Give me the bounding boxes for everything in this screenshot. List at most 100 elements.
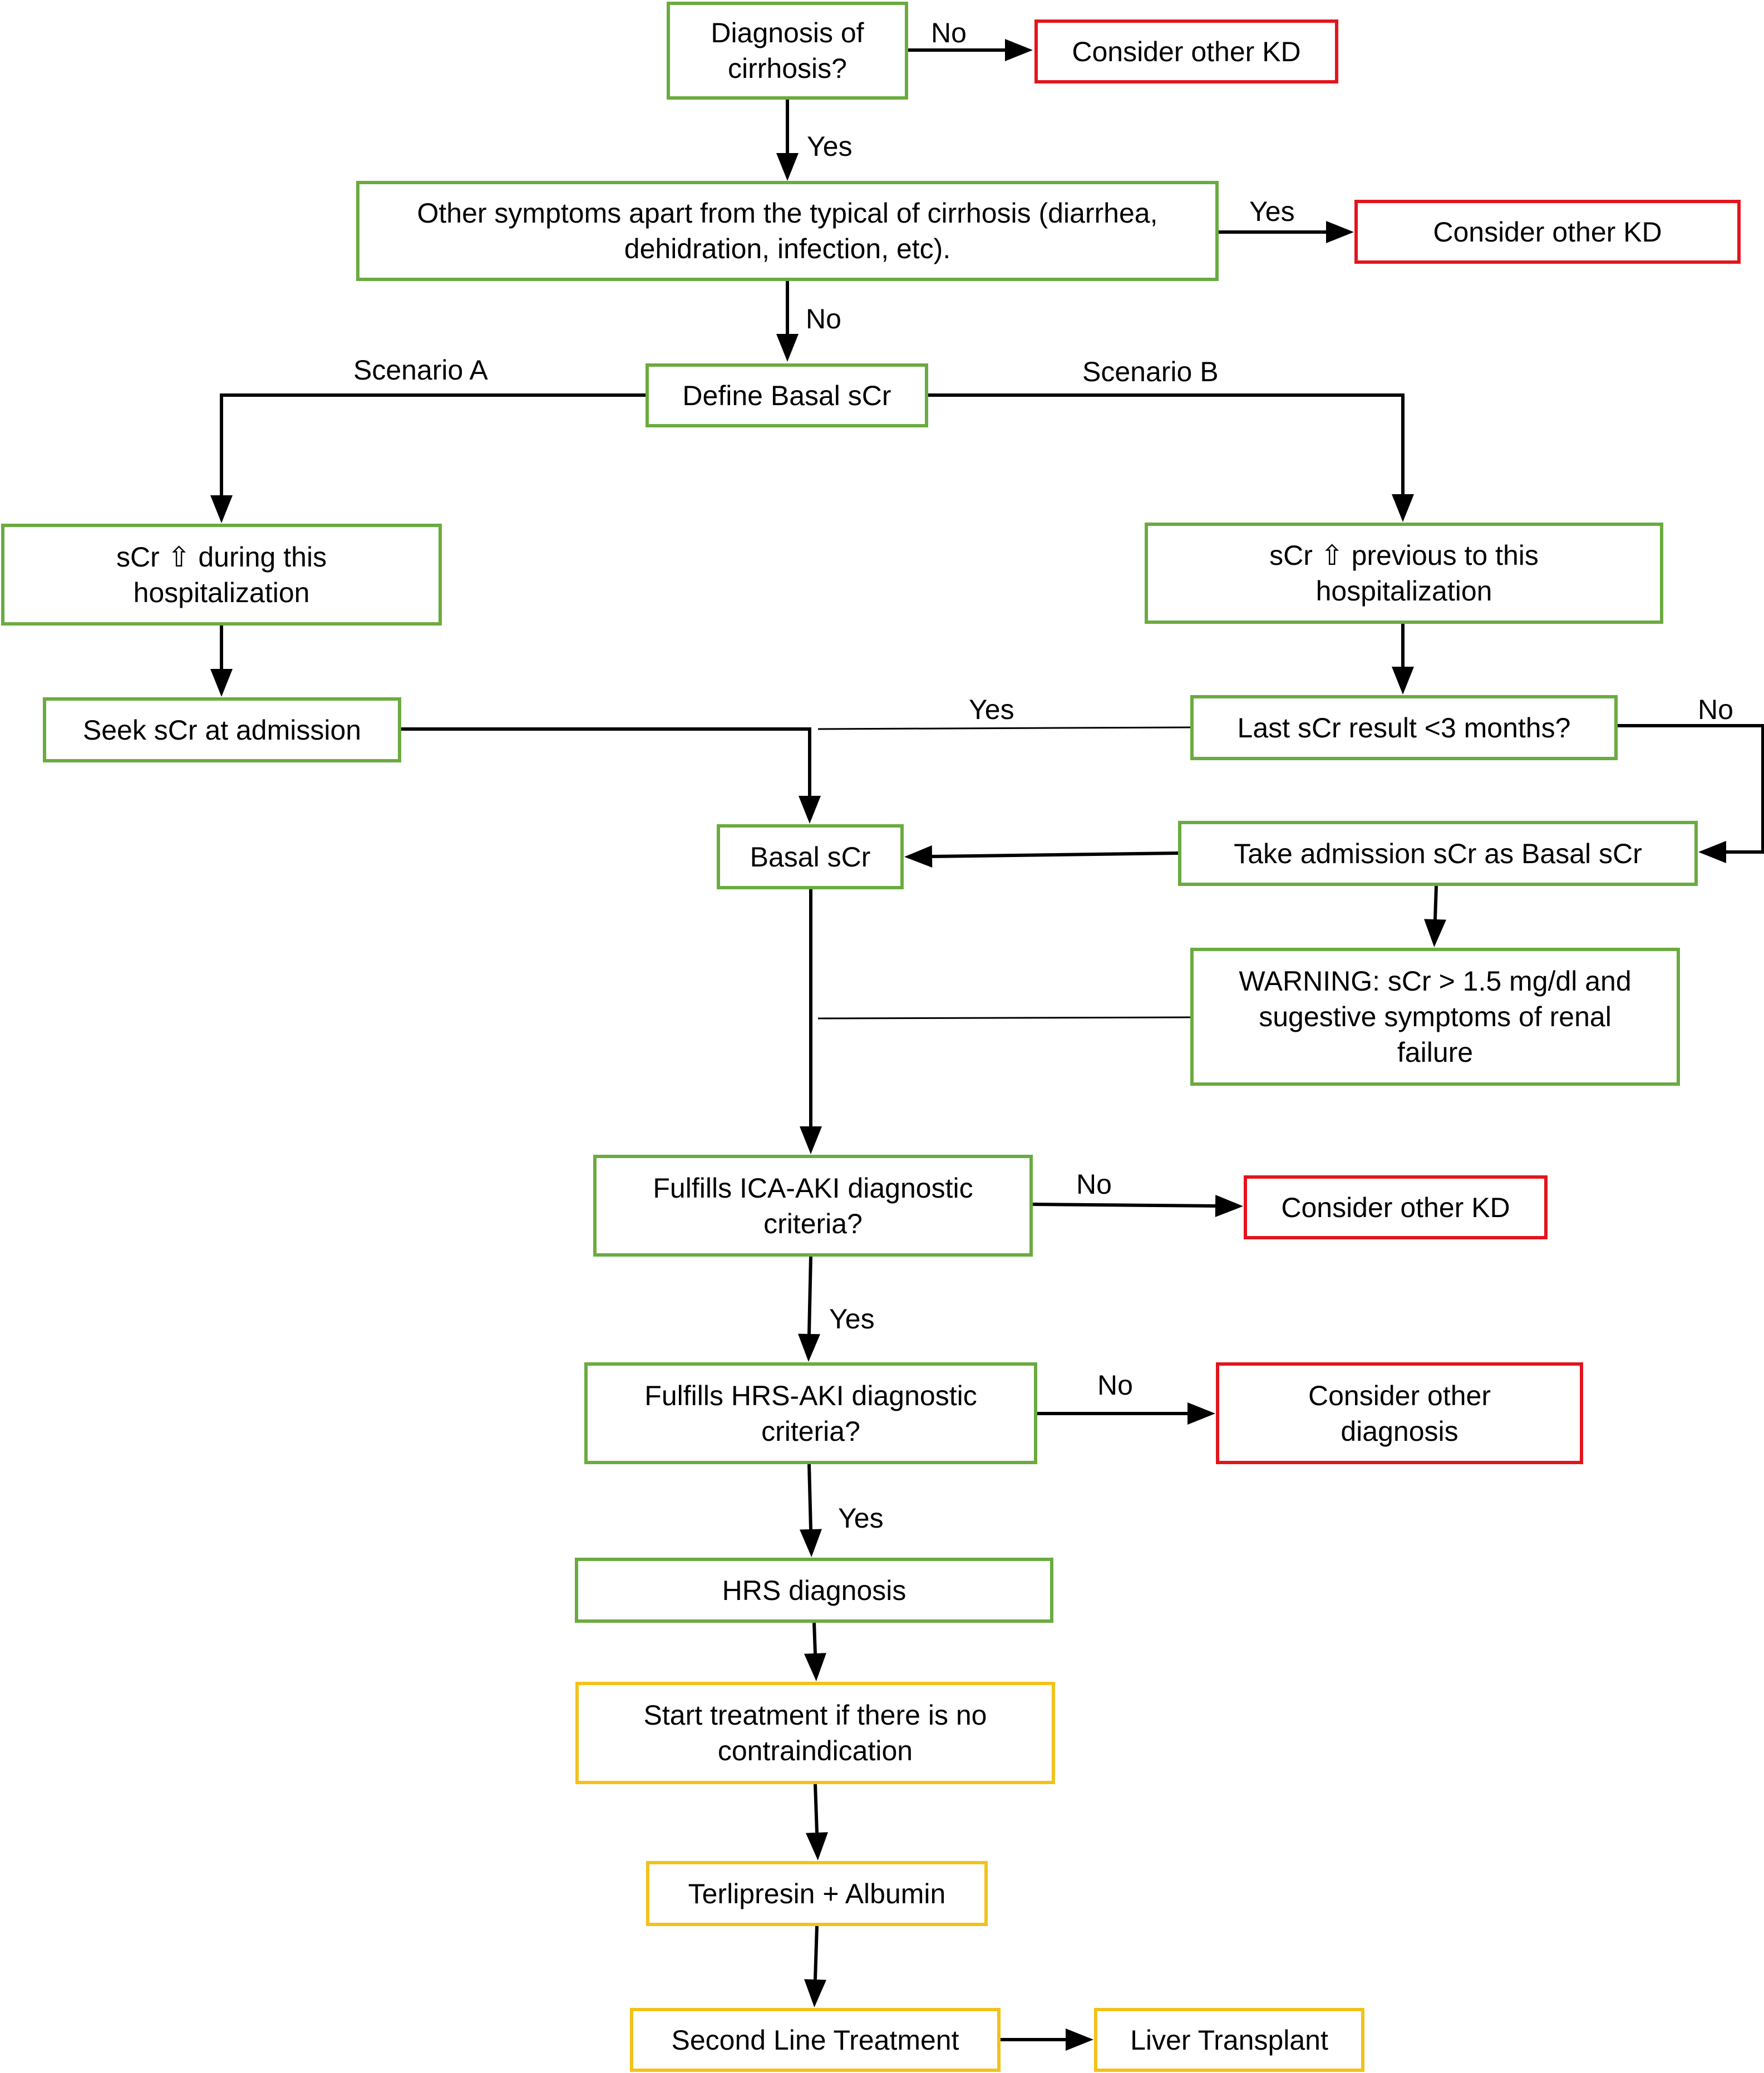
arrowhead: [804, 1979, 826, 2007]
node-other-symptoms: Other symptoms apart from the typical of…: [356, 181, 1219, 281]
arrowhead: [1188, 1402, 1215, 1425]
edge-label-scenario-a: Scenario A: [353, 354, 488, 386]
node-fulfills-ica-aki: Fulfills ICA-AKI diagnostic criteria?: [593, 1155, 1033, 1257]
node-label: WARNING: sCr > 1.5 mg/dl and sugestive s…: [1239, 966, 1632, 1068]
arrowhead: [1326, 221, 1354, 243]
edge-hrsaki-yes: [800, 1464, 822, 1557]
edge-label-symptoms-no: No: [806, 303, 841, 334]
node-last-scr-result: Last sCr result <3 months?: [1190, 695, 1618, 760]
edge-cirrhosis-yes: [776, 100, 799, 181]
node-label: Consider other KD: [1281, 1191, 1510, 1223]
node-scr-rise-during-hospitalization: sCr ⇧ during this hospitalization: [1, 524, 442, 626]
arrowhead: [799, 796, 821, 824]
arrowhead: [776, 334, 799, 362]
arrowhead: [1424, 919, 1446, 947]
node-seek-scr-at-admission: Seek sCr at admission: [43, 697, 401, 762]
node-consider-other-diagnosis: Consider other diagnosis: [1216, 1362, 1583, 1464]
edge-label-last-yes: Yes: [969, 694, 1014, 725]
node-label: sCr ⇧ previous to this hospitalization: [1269, 540, 1539, 607]
edge-basal-to-ica: [800, 889, 822, 1154]
edge-label-ica-no: No: [1076, 1169, 1112, 1200]
arrowhead: [1392, 494, 1414, 522]
node-basal-scr: Basal sCr: [717, 824, 904, 889]
node-define-basal-scr: Define Basal sCr: [646, 363, 928, 427]
arrowhead: [1698, 841, 1726, 863]
edge-label-ica-yes: Yes: [829, 1303, 875, 1335]
node-label: Seek sCr at admission: [82, 714, 362, 746]
node-label: Basal sCr: [750, 841, 871, 873]
edge-ica-no: [1032, 1195, 1243, 1217]
edge-take-to-warning: [1424, 885, 1446, 947]
node-label: Liver Transplant: [1130, 2024, 1328, 2056]
node-label: Take admission sCr as Basal sCr: [1234, 838, 1642, 869]
edge-label-cirrhosis-no: No: [931, 17, 967, 48]
edge-hrs-to-start: [804, 1622, 826, 1681]
node-take-admission-scr: Take admission sCr as Basal sCr: [1178, 821, 1698, 886]
edge-last-yes: [817, 726, 1191, 730]
edge-during-to-seek: [210, 626, 233, 697]
node-label: Fulfills ICA-AKI diagnostic criteria?: [653, 1172, 973, 1239]
edge-previous-to-last: [1392, 624, 1414, 695]
arrowhead: [1005, 39, 1033, 61]
arrowhead: [1066, 2028, 1093, 2051]
node-label: Second Line Treatment: [671, 2024, 959, 2056]
arrowhead: [798, 1333, 820, 1362]
edge-warning-link: [817, 1016, 1191, 1020]
node-diagnosis-of-cirrhosis: Diagnosis of cirrhosis?: [667, 2, 908, 100]
node-terlipresin-albumin: Terlipresin + Albumin: [646, 1861, 988, 1926]
edge-seek-to-basal: [401, 727, 821, 824]
edge-cirrhosis-no: [908, 39, 1033, 61]
arrowhead: [806, 1832, 828, 1860]
arrowhead: [1392, 667, 1414, 695]
edge-hrsaki-no: [1037, 1402, 1215, 1425]
edge-last-no: [1618, 724, 1764, 863]
edge-symptoms-yes: [1219, 221, 1354, 243]
node-label: sCr ⇧ during this hospitalization: [116, 541, 327, 608]
node-consider-other-kd-2: Consider other KD: [1354, 200, 1741, 264]
edge-label-cirrhosis-yes: Yes: [807, 131, 853, 162]
node-liver-transplant: Liver Transplant: [1094, 2008, 1364, 2072]
edge-ica-yes: [798, 1256, 820, 1362]
edge-scenario-b: [928, 393, 1414, 522]
edge-label-hrsaki-yes: Yes: [838, 1503, 884, 1534]
node-second-line-treatment: Second Line Treatment: [630, 2008, 1001, 2072]
arrowhead: [776, 153, 799, 181]
node-label: Define Basal sCr: [682, 380, 891, 411]
arrowhead: [210, 669, 233, 697]
edge-label-scenario-b: Scenario B: [1082, 356, 1219, 387]
node-label: HRS diagnosis: [722, 1574, 906, 1606]
edge-terli-to-second: [804, 1926, 826, 2007]
node-label: Other symptoms apart from the typical of…: [417, 198, 1158, 264]
node-fulfills-hrs-aki: Fulfills HRS-AKI diagnostic criteria?: [584, 1362, 1037, 1464]
node-warning: WARNING: sCr > 1.5 mg/dl and sugestive s…: [1190, 948, 1680, 1086]
node-consider-other-kd-3: Consider other KD: [1244, 1175, 1548, 1239]
node-label: Last sCr result <3 months?: [1237, 712, 1571, 743]
edge-label-symptoms-yes: Yes: [1249, 196, 1295, 227]
arrowhead: [904, 845, 933, 868]
node-label: Fulfills HRS-AKI diagnostic criteria?: [644, 1380, 977, 1447]
edge-start-to-terli: [806, 1784, 828, 1860]
edge-label-hrsaki-no: No: [1097, 1370, 1133, 1401]
edge-label-last-no: No: [1698, 694, 1733, 725]
node-consider-other-kd-1: Consider other KD: [1034, 19, 1338, 83]
arrowhead: [210, 495, 233, 523]
arrowhead: [1215, 1195, 1243, 1217]
node-start-treatment: Start treatment if there is no contraind…: [575, 1682, 1055, 1784]
edge-take-to-basal: [904, 845, 1179, 868]
arrowhead: [800, 1529, 822, 1557]
node-hrs-diagnosis: HRS diagnosis: [575, 1558, 1053, 1623]
node-label: Terlipresin + Albumin: [688, 1878, 946, 1909]
node-label: Diagnosis of cirrhosis?: [711, 17, 864, 84]
node-label: Consider other diagnosis: [1308, 1380, 1491, 1447]
edge-scenario-a: [210, 393, 646, 523]
edge-symptoms-no: [776, 281, 799, 362]
node-scr-rise-previous-to-hospitalization: sCr ⇧ previous to this hospitalization: [1145, 523, 1663, 624]
arrowhead: [804, 1653, 826, 1681]
node-label: Consider other KD: [1433, 216, 1662, 248]
edge-second-to-liver: [1001, 2028, 1093, 2051]
node-label: Start treatment if there is no contraind…: [643, 1700, 987, 1766]
node-label: Consider other KD: [1072, 36, 1301, 67]
arrowhead: [800, 1126, 822, 1154]
